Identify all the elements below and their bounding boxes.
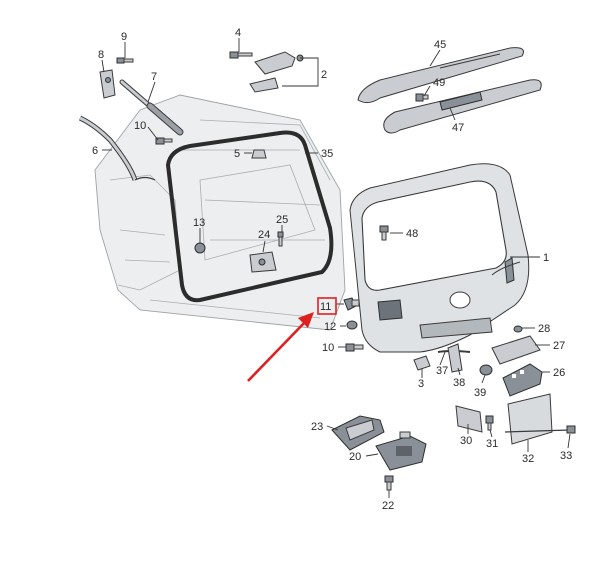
- car-body-outline: [94, 94, 346, 331]
- latch-23: [331, 415, 385, 451]
- label-1: 1: [543, 252, 549, 264]
- label-10-lower: 10: [322, 342, 334, 354]
- label-3: 3: [418, 378, 424, 390]
- pointer-arrow-head: [298, 312, 314, 328]
- label-23: 23: [311, 421, 323, 433]
- label-35: 35: [321, 148, 333, 160]
- bushing-39: [479, 364, 493, 376]
- clip-28: [513, 325, 523, 333]
- label-8: 8: [98, 49, 104, 61]
- highlight-box: [317, 297, 337, 315]
- bumper-13: [194, 242, 206, 254]
- clip-5: [251, 149, 267, 159]
- label-37: 37: [436, 365, 448, 377]
- label-26: 26: [553, 367, 565, 379]
- label-38: 38: [453, 377, 465, 389]
- hinge-assembly: [229, 51, 304, 93]
- bolt-22: [384, 475, 394, 491]
- bracket-38: [447, 343, 463, 373]
- lock-actuator-20: [375, 431, 427, 471]
- label-30: 30: [460, 435, 472, 447]
- label-25: 25: [276, 214, 288, 226]
- label-28: 28: [538, 323, 550, 335]
- label-32: 32: [522, 453, 534, 465]
- bolt-9: [116, 57, 134, 64]
- gas-strut: [119, 79, 184, 136]
- label-6: 6: [92, 145, 98, 157]
- bolt-10-upper: [155, 137, 173, 145]
- hinge-rod: [78, 115, 156, 181]
- label-11: 11: [320, 301, 331, 313]
- label-49: 49: [433, 77, 445, 89]
- label-20: 20: [349, 451, 361, 463]
- rod-33: [504, 425, 576, 434]
- label-7: 7: [151, 71, 157, 83]
- spoiler: [357, 47, 524, 104]
- label-13: 13: [193, 217, 205, 229]
- label-5: 5: [234, 148, 240, 160]
- trim-strip: [383, 79, 542, 134]
- striker-24: [249, 251, 277, 273]
- pointer-arrow-shaft: [247, 320, 307, 382]
- label-39: 39: [474, 387, 486, 399]
- label-22: 22: [382, 500, 394, 512]
- lock-26: [502, 363, 543, 397]
- bolt-25: [277, 231, 284, 247]
- label-33: 33: [560, 450, 572, 462]
- part-labels: 9 8 7 10 6 4 2 5 35 13 25 24 45 49 47 48…: [92, 27, 572, 512]
- label-47: 47: [452, 122, 464, 134]
- label-48: 48: [406, 228, 418, 240]
- label-45: 45: [434, 39, 446, 51]
- plate-30: [455, 405, 483, 433]
- leader-lines: [101, 38, 571, 498]
- tailgate-panel: [349, 163, 530, 353]
- grommet-3: [413, 355, 431, 371]
- bolt-49: [415, 93, 429, 102]
- handle-27: [491, 335, 541, 365]
- label-4: 4: [235, 27, 241, 39]
- cover-32: [507, 393, 553, 445]
- highlight-marker: [247, 297, 337, 382]
- cap-12: [346, 320, 358, 330]
- bolt-10-lower: [345, 343, 364, 352]
- tailgate-seal: [165, 130, 334, 303]
- label-27: 27: [553, 340, 565, 352]
- label-31: 31: [486, 438, 498, 450]
- screw-31: [485, 415, 494, 431]
- screw-48: [379, 225, 389, 241]
- label-12: 12: [324, 321, 336, 333]
- strut-bracket: [99, 69, 116, 99]
- label-10-upper: 10: [134, 120, 146, 132]
- bump-stop-11: [343, 297, 360, 311]
- label-24: 24: [258, 229, 270, 241]
- label-2: 2: [321, 69, 327, 81]
- label-9: 9: [121, 31, 127, 43]
